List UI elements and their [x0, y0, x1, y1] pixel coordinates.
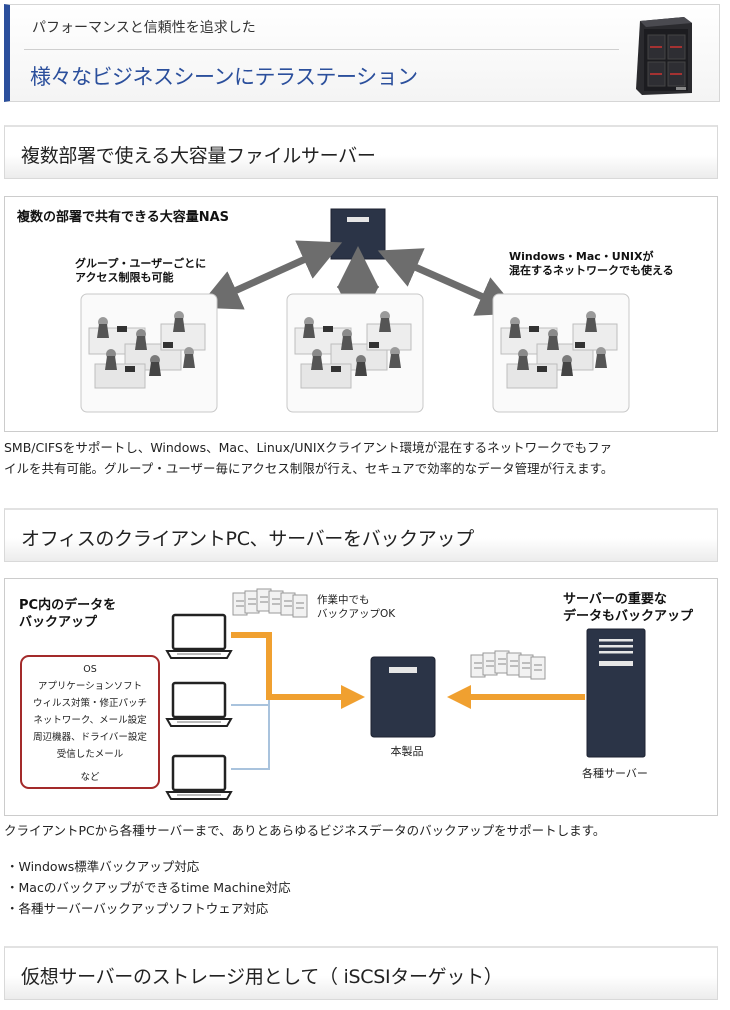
working-backup-caption: バックアップOK	[317, 608, 396, 620]
hero-subtitle: パフォーマンスと信頼性を追求した	[32, 20, 256, 36]
connection-line	[231, 697, 270, 706]
working-backup-caption: 作業中でも	[317, 593, 370, 606]
pc-backup-arrow	[231, 632, 365, 709]
pc-data-item: OS	[83, 664, 97, 675]
mixed-network-label: Windows・Mac・UNIXが	[509, 249, 653, 263]
feature-item: ・Windows標準バックアップ対応	[6, 859, 200, 874]
document-stack-icon	[470, 650, 546, 680]
product-label: 本製品	[391, 744, 424, 758]
section-heading-iscsi: 仮想サーバーのストレージ用として（ iSCSIターゲット）	[4, 946, 718, 1000]
description-line: イルを共有可能。グループ・ユーザー毎にアクセス制限が行え、セキュアで効率的なデー…	[4, 461, 614, 476]
nas-device-icon	[330, 208, 386, 260]
laptop-icon	[165, 754, 233, 801]
mixed-network-label: 混在するネットワークでも使える	[509, 263, 674, 277]
access-control-label: アクセス制限も可能	[75, 270, 173, 284]
nas-device-icon	[370, 656, 436, 738]
tower-server-icon	[586, 628, 646, 758]
pc-data-item: ウィルス対策・修正パッチ	[33, 697, 147, 709]
laptop-icon	[165, 613, 233, 660]
pc-data-list: OS アプリケーションソフトウィルス対策・修正パッチネットワーク、メール設定周辺機…	[33, 664, 147, 783]
server-backup-title: データもバックアップ	[563, 608, 694, 624]
document-stack-icon	[232, 588, 308, 618]
section-description: クライアントPCから各種サーバーまで、ありとあらゆるビジネスデータのバックアップ…	[4, 820, 720, 841]
office-desks-icon	[492, 293, 630, 413]
access-control-label: グループ・ユーザーごとに	[75, 256, 206, 270]
section-heading-backup: オフィスのクライアントPC、サーバーをバックアップ	[4, 508, 718, 562]
arrow-to-right-office	[377, 248, 521, 316]
section-heading-text: 複数部署で使える大容量ファイルサーバー	[21, 145, 376, 167]
hero-divider	[24, 49, 619, 50]
connection-line	[231, 697, 270, 770]
office-desks-icon	[80, 293, 218, 413]
pc-data-item: ネットワーク、メール設定	[33, 714, 147, 726]
nas-sharing-diagram: 複数の部署で共有できる大容量NAS グループ・ユーザーごとに アクセス制限も可能…	[4, 196, 718, 432]
hero-banner: パフォーマンスと信頼性を追求した 様々なビジネスシーンにテラステーション	[4, 4, 720, 102]
section-description: SMB/CIFSをサポートし、Windows、Mac、Linux/UNIXクライ…	[4, 437, 720, 479]
server-backup-title: サーバーの重要な	[563, 591, 667, 607]
feature-item: ・各種サーバーバックアップソフトウェア対応	[6, 901, 269, 916]
pc-data-item: 周辺機器、ドライバー設定	[33, 731, 147, 743]
nas-device-icon	[636, 17, 692, 95]
feature-item: ・Macのバックアップができるtime Machine対応	[6, 880, 291, 895]
section-heading-text: 仮想サーバーのストレージ用として（ iSCSIターゲット）	[21, 966, 503, 988]
pc-backup-title: PC内のデータを	[19, 597, 116, 613]
feature-list: ・Windows標準バックアップ対応 ・Macのバックアップができるtime M…	[6, 856, 291, 919]
pc-backup-title: バックアップ	[19, 615, 98, 630]
section-heading-file-server: 複数部署で使える大容量ファイルサーバー	[4, 125, 718, 179]
hero-title: 様々なビジネスシーンにテラステーション	[30, 65, 418, 89]
arrow-to-left-office	[197, 240, 343, 310]
pc-data-item: 受信したメール	[57, 748, 124, 760]
section-heading-text: オフィスのクライアントPC、サーバーをバックアップ	[21, 528, 474, 550]
description-line: SMB/CIFSをサポートし、Windows、Mac、Linux/UNIXクライ…	[4, 440, 613, 455]
figure-title: 複数の部署で共有できる大容量NAS	[16, 209, 229, 225]
pc-data-item: など	[80, 772, 100, 783]
servers-label: 各種サーバー	[582, 766, 648, 780]
description-line: クライアントPCから各種サーバーまで、ありとあらゆるビジネスデータのバックアップ…	[4, 823, 606, 838]
office-desks-icon	[286, 293, 424, 413]
pc-data-list-box	[20, 655, 160, 789]
pc-data-item: アプリケーションソフト	[38, 681, 142, 692]
backup-diagram: PC内のデータを バックアップ OS アプリケーションソフトウィルス対策・修正パッ…	[4, 578, 718, 816]
laptop-icon	[165, 681, 233, 728]
